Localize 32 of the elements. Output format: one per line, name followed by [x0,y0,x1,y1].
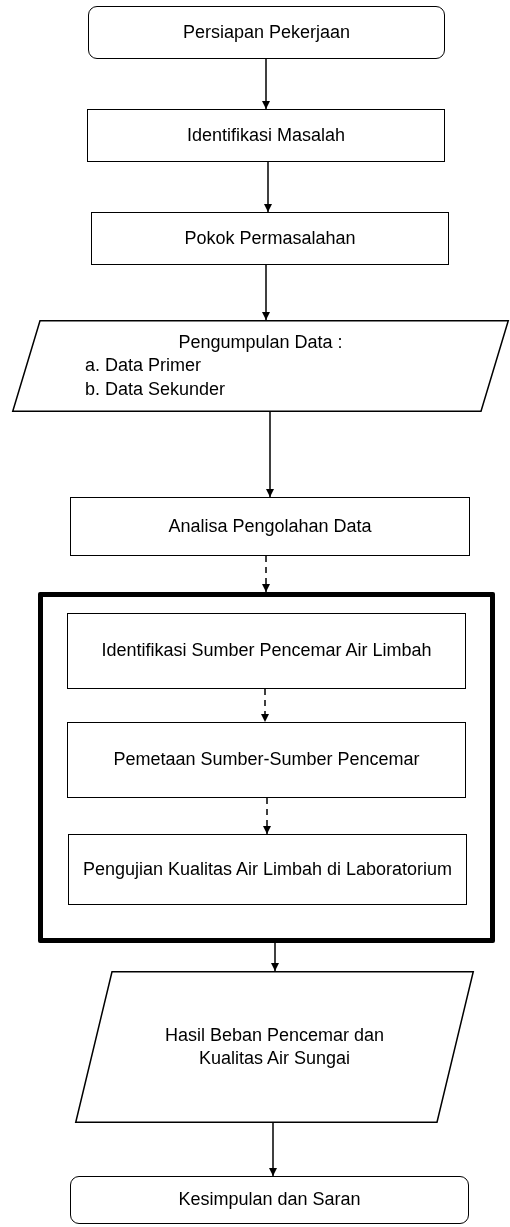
node-text: Identifikasi Masalah [185,123,347,147]
arrow [264,161,272,213]
arrow [263,797,271,835]
terminal-box [70,1176,469,1224]
group-frame [38,592,495,943]
process-box [87,109,445,162]
node-text: Identifikasi Sumber Pencemar Air Limbah [100,639,433,663]
node-text: Pokok Permasalahan [183,226,357,250]
data-parallelogram [75,971,474,1123]
arrow [271,942,279,972]
node-text: Persiapan Pekerjaan [181,20,352,44]
node-text: Analisa Pengolahan Data [167,514,373,538]
process-box [68,834,467,905]
arrow [262,58,270,110]
arrow [262,555,270,593]
node-text: a. Data Primer [84,354,203,378]
process-box [67,613,466,689]
process-box [91,212,449,265]
arrow [262,264,270,321]
process-box [67,722,466,798]
node-text: Hasil Beban Pencemar dan Kualitas Air Sungai [163,1023,386,1070]
arrow [269,1122,277,1177]
terminal-box [88,6,445,59]
node-text: b. Data Sekunder [84,377,227,401]
node-text: Pemetaan Sumber-Sumber Pencemar [112,748,421,772]
node-text: Pengumpulan Data : [177,330,344,354]
arrow [266,411,274,498]
data-parallelogram [12,320,509,412]
node-text: Pengujian Kualitas Air Limbah di Laboratorium [81,857,454,881]
process-box [70,497,470,556]
arrow [261,688,269,723]
node-text: Kesimpulan dan Saran [177,1188,362,1212]
